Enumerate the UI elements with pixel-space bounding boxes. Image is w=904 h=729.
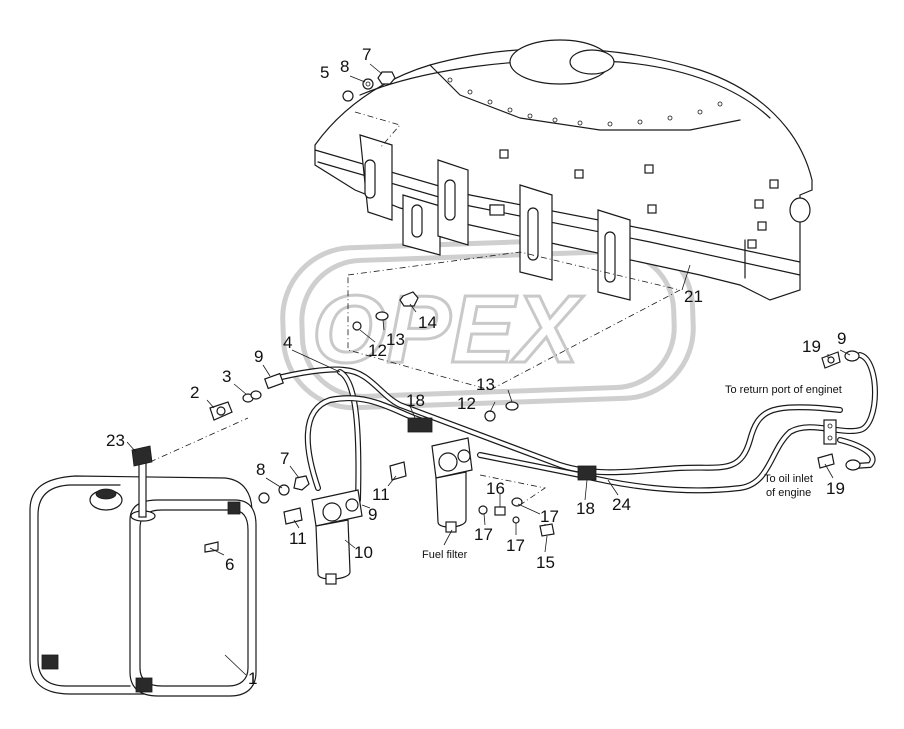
fuel-filter-label: Fuel filter: [422, 549, 468, 561]
tank-bolt: [204, 541, 219, 553]
fitting-3: [242, 390, 262, 403]
callout-8-left: 8: [256, 460, 265, 479]
fuel-filter-drain: [445, 521, 457, 533]
callout-17-b: 17: [540, 507, 559, 526]
nuts-left-filter: [258, 475, 310, 525]
callout-10: 10: [354, 543, 373, 562]
oil-inlet-label-line1: To oil inlet: [764, 473, 813, 485]
watermark-ring-inner: [299, 249, 677, 399]
callout-4: 4: [283, 333, 292, 352]
nuts-top: [342, 71, 396, 102]
callout-2: 2: [190, 383, 199, 402]
callout-5-top: 5: [320, 63, 329, 82]
assembly-lines: [149, 111, 682, 530]
nuts-middle: [352, 291, 519, 422]
callout-13-mid: 13: [476, 375, 495, 394]
frame-rail-bottom: [317, 161, 801, 276]
brackets: [359, 134, 631, 301]
frame-hole: [569, 49, 615, 75]
fuel-filter-bowl: [435, 471, 467, 528]
fitting-18-left: [407, 417, 433, 433]
primary-filter-10: [311, 489, 363, 585]
callout-6: 6: [225, 555, 234, 574]
fitting-19-top: [821, 351, 841, 369]
bracket-2: [402, 159, 469, 256]
fuel-tank: [29, 445, 257, 697]
frame-rivets: [447, 77, 723, 127]
fittings: [209, 71, 861, 537]
callout-18-left: 18: [406, 391, 425, 410]
notes: Fuel filter To return port of enginet To…: [422, 384, 842, 561]
callout-9-left: 9: [254, 347, 263, 366]
callout-19-top: 19: [802, 337, 821, 356]
callout-14: 14: [418, 313, 437, 332]
bracket-3: [519, 184, 553, 281]
oil-inlet-label-line2: of engine: [766, 487, 811, 499]
pipe-clamp: [823, 419, 837, 445]
filter-10-bowl: [315, 519, 351, 580]
callout-1: 1: [248, 669, 257, 688]
callout-9-right: 9: [837, 329, 846, 348]
callouts: 1 2 3 4 5 6 7 7 8 8 9 9 9 10 11 11 12 12…: [106, 45, 846, 688]
tank-strap-back: [37, 484, 121, 516]
fuel-lines: [267, 352, 878, 503]
fuel-filter: [431, 437, 473, 533]
callout-18-right: 18: [576, 499, 595, 518]
callout-11-left: 11: [289, 529, 307, 548]
fitting-9-right: [844, 350, 860, 362]
callout-7-top: 7: [362, 45, 371, 64]
watermark-text: OPEX: [312, 276, 584, 383]
callout-7-left: 7: [280, 449, 289, 468]
bracket-1: [359, 134, 393, 221]
bracket-clip: [489, 204, 505, 216]
callout-23: 23: [106, 431, 125, 450]
watermark-ring-outer: [280, 235, 696, 411]
fitting-19-bottom: [817, 453, 861, 471]
callout-17-a: 17: [474, 525, 493, 544]
callout-9-filter: 9: [368, 505, 377, 524]
chassis-frame: [314, 39, 813, 301]
tank-feet: [41, 501, 241, 693]
callout-19-bottom: 19: [826, 479, 845, 498]
callout-15: 15: [536, 553, 555, 572]
callout-17-c: 17: [506, 536, 525, 555]
callout-3: 3: [222, 367, 231, 386]
tank-strap-back-lower: [37, 514, 131, 687]
fitting-18-right: [577, 465, 597, 481]
callout-12-mid: 12: [457, 394, 476, 413]
bracket-4: [597, 209, 631, 301]
frame-side-hole: [789, 197, 811, 223]
bolts-right-filter: [389, 461, 555, 537]
tank-cap-top: [95, 488, 117, 500]
callout-24: 24: [612, 495, 631, 514]
callout-11-right: 11: [372, 485, 390, 504]
fitting-9-left: [264, 372, 284, 390]
fitting-2: [209, 401, 233, 421]
callout-16: 16: [486, 479, 505, 498]
callout-12-top: 12: [368, 341, 387, 360]
return-port-label: To return port of enginet: [725, 384, 842, 396]
callout-8-top: 8: [340, 57, 349, 76]
frame-inner-ridge: [429, 64, 741, 131]
fuel-sender-head: [131, 445, 153, 467]
tank-front-face: [129, 499, 257, 697]
leader-lines: [126, 63, 851, 676]
callout-21: 21: [684, 287, 703, 306]
callout-13-top: 13: [386, 330, 405, 349]
filter-10-drain: [325, 573, 337, 585]
